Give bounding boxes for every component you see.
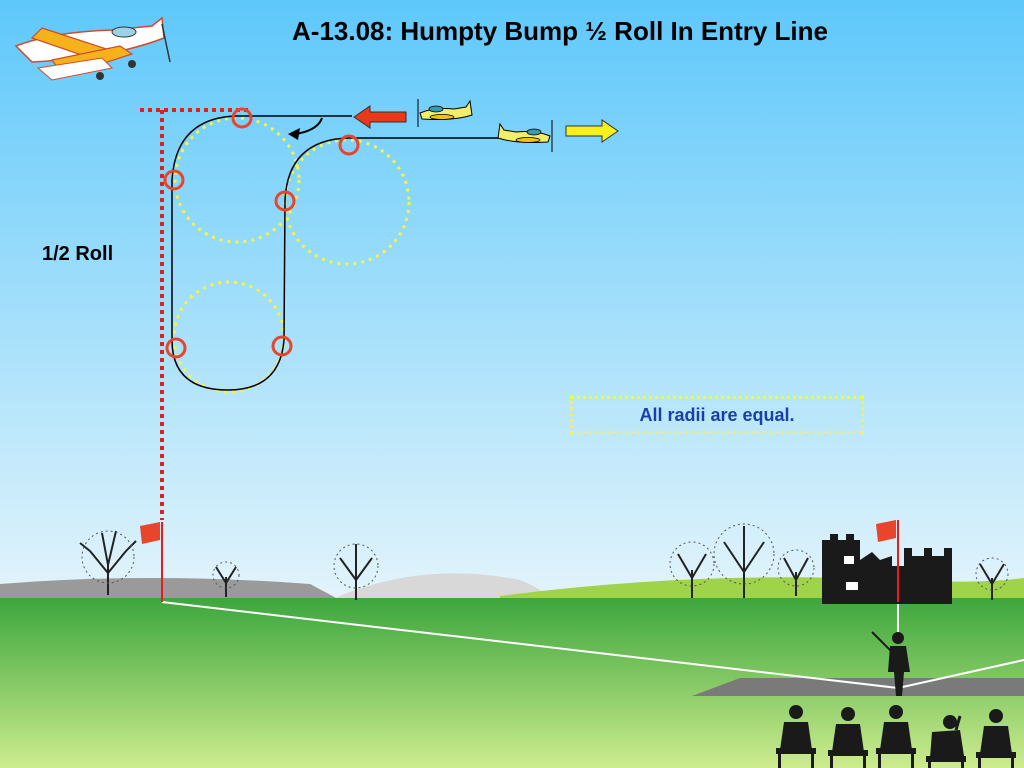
runway <box>692 678 1024 696</box>
flag-icon-right <box>876 520 899 602</box>
note-text: All radii are equal. <box>639 404 795 425</box>
figure-markers <box>163 107 360 359</box>
trees <box>79 523 1009 600</box>
plane-icon-exit <box>497 120 553 152</box>
judges-silhouettes <box>776 705 1016 768</box>
pilot-silhouette <box>871 631 910 696</box>
sky-background <box>0 0 1024 600</box>
plane-icon-entry <box>417 99 473 127</box>
castle-silhouette <box>822 534 952 604</box>
logo-plane-icon <box>14 16 171 81</box>
flag-icon-left <box>140 522 163 602</box>
flight-path <box>171 115 500 391</box>
note-box: All radii are equal. <box>570 396 864 434</box>
arrow-left-icon <box>353 105 407 129</box>
arrow-right-icon <box>565 119 619 143</box>
curved-arrow-icon <box>288 117 323 140</box>
roll-label: 1/2 Roll <box>42 243 114 265</box>
page-title: A-13.08: Humpty Bump ½ Roll In Entry Lin… <box>292 16 828 46</box>
box-boundary <box>140 108 252 520</box>
